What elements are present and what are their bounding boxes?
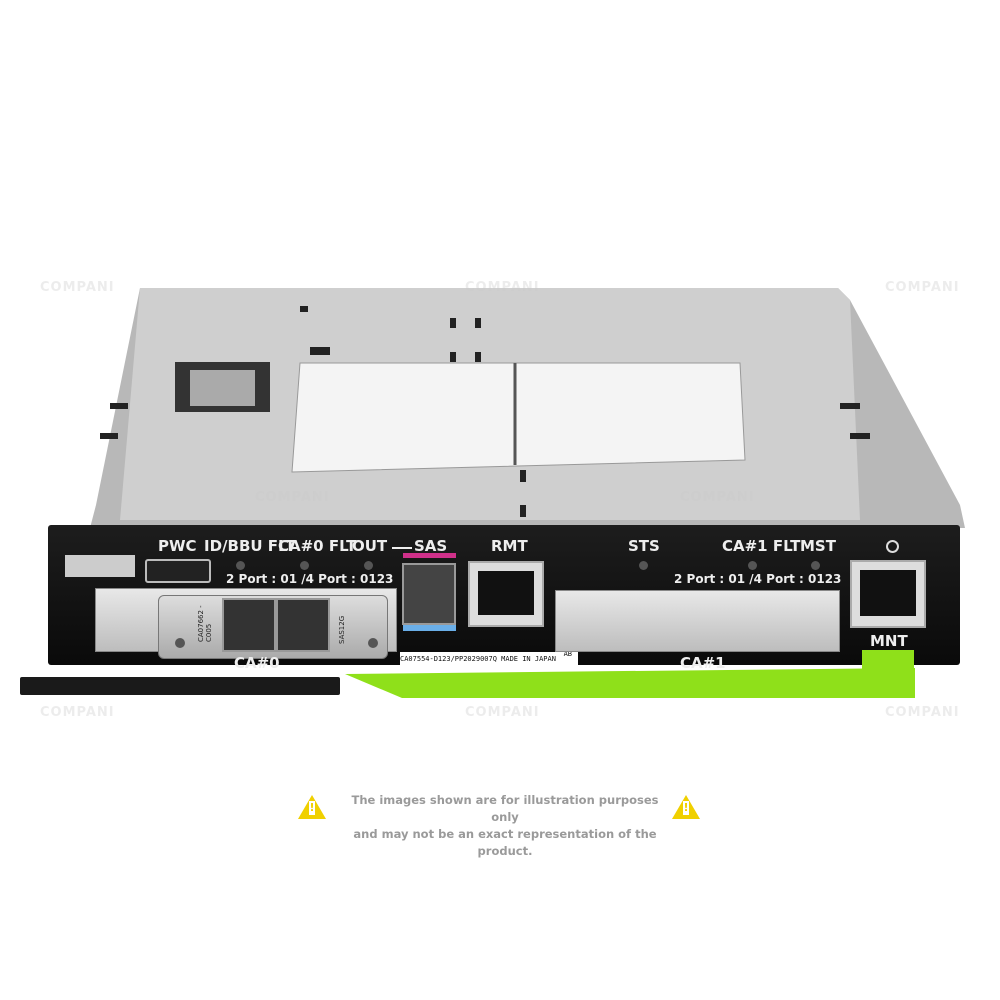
serial-rev: AB xyxy=(563,650,572,658)
out-led xyxy=(364,561,373,570)
card-type: SAS12G xyxy=(338,615,346,644)
mnt-label: MNT xyxy=(870,632,908,650)
watermark: COMPANI xyxy=(885,280,960,295)
ca0-flt-label: CA#0 FLT xyxy=(278,537,357,555)
disclaimer: The images shown are for illustration pu… xyxy=(345,792,665,860)
watermark: COMPANI xyxy=(465,705,540,720)
watermark: COMPANI xyxy=(465,280,540,295)
warning-icon: ! xyxy=(298,795,326,819)
rmt-ethernet-port[interactable] xyxy=(468,561,544,627)
ca1-label: CA#1 xyxy=(680,654,726,672)
watermark: COMPANI xyxy=(885,705,960,720)
ca0-flt-led xyxy=(300,561,309,570)
id-bbu-flt-label: ID/BBU FLT xyxy=(204,537,296,555)
ca1-flt-label: CA#1 FLT xyxy=(722,537,801,555)
sts-led xyxy=(639,561,648,570)
ca0-label: CA#0 xyxy=(234,654,280,672)
mst-led xyxy=(811,561,820,570)
screw xyxy=(368,638,378,648)
disclaimer-line-1: The images shown are for illustration pu… xyxy=(351,793,659,824)
mst-label: MST xyxy=(800,537,836,555)
sas-color-bar-top xyxy=(403,553,456,558)
sts-label: STS xyxy=(628,537,660,555)
green-handle-tab[interactable] xyxy=(862,650,914,670)
power-icon xyxy=(886,540,899,553)
disclaimer-line-2: and may not be an exact representation o… xyxy=(353,827,657,858)
card-part-number: CA07662 -C005 xyxy=(197,605,213,642)
ca0-port-0[interactable] xyxy=(222,598,276,652)
rmt-label: RMT xyxy=(491,537,528,555)
sas-color-bar-bottom xyxy=(403,625,456,631)
port-legend-right: 2 Port : 01 /4 Port : 0123 xyxy=(674,572,842,586)
watermark: COMPANI xyxy=(255,490,330,505)
ca1-flt-led xyxy=(748,561,757,570)
sas-label: SAS xyxy=(414,537,448,555)
out-sas-line xyxy=(392,547,412,549)
blank-label xyxy=(65,555,135,577)
out-label: OUT xyxy=(352,537,388,555)
sas-port[interactable] xyxy=(402,563,456,625)
serial-text: CA07554-D123/PP2029007Q MADE IN JAPAN xyxy=(400,655,556,663)
watermark: COMPANI xyxy=(40,280,115,295)
pwc-usb-port[interactable] xyxy=(145,559,211,583)
serial-label: CA07554-D123/PP2029007Q MADE IN JAPAN AB xyxy=(400,650,578,666)
ca0-port-1[interactable] xyxy=(276,598,330,652)
ca1-blank-bay xyxy=(555,590,840,652)
mnt-ethernet-port[interactable] xyxy=(850,560,926,628)
release-lever[interactable] xyxy=(20,677,340,695)
warning-icon: ! xyxy=(672,795,700,819)
screw xyxy=(175,638,185,648)
pwc-label: PWC xyxy=(158,537,197,555)
port-legend-left: 2 Port : 01 /4 Port : 0123 xyxy=(226,572,394,586)
watermark: COMPANI xyxy=(680,490,755,505)
id-bbu-led xyxy=(236,561,245,570)
watermark: COMPANI xyxy=(40,705,115,720)
green-handle[interactable] xyxy=(345,668,915,698)
